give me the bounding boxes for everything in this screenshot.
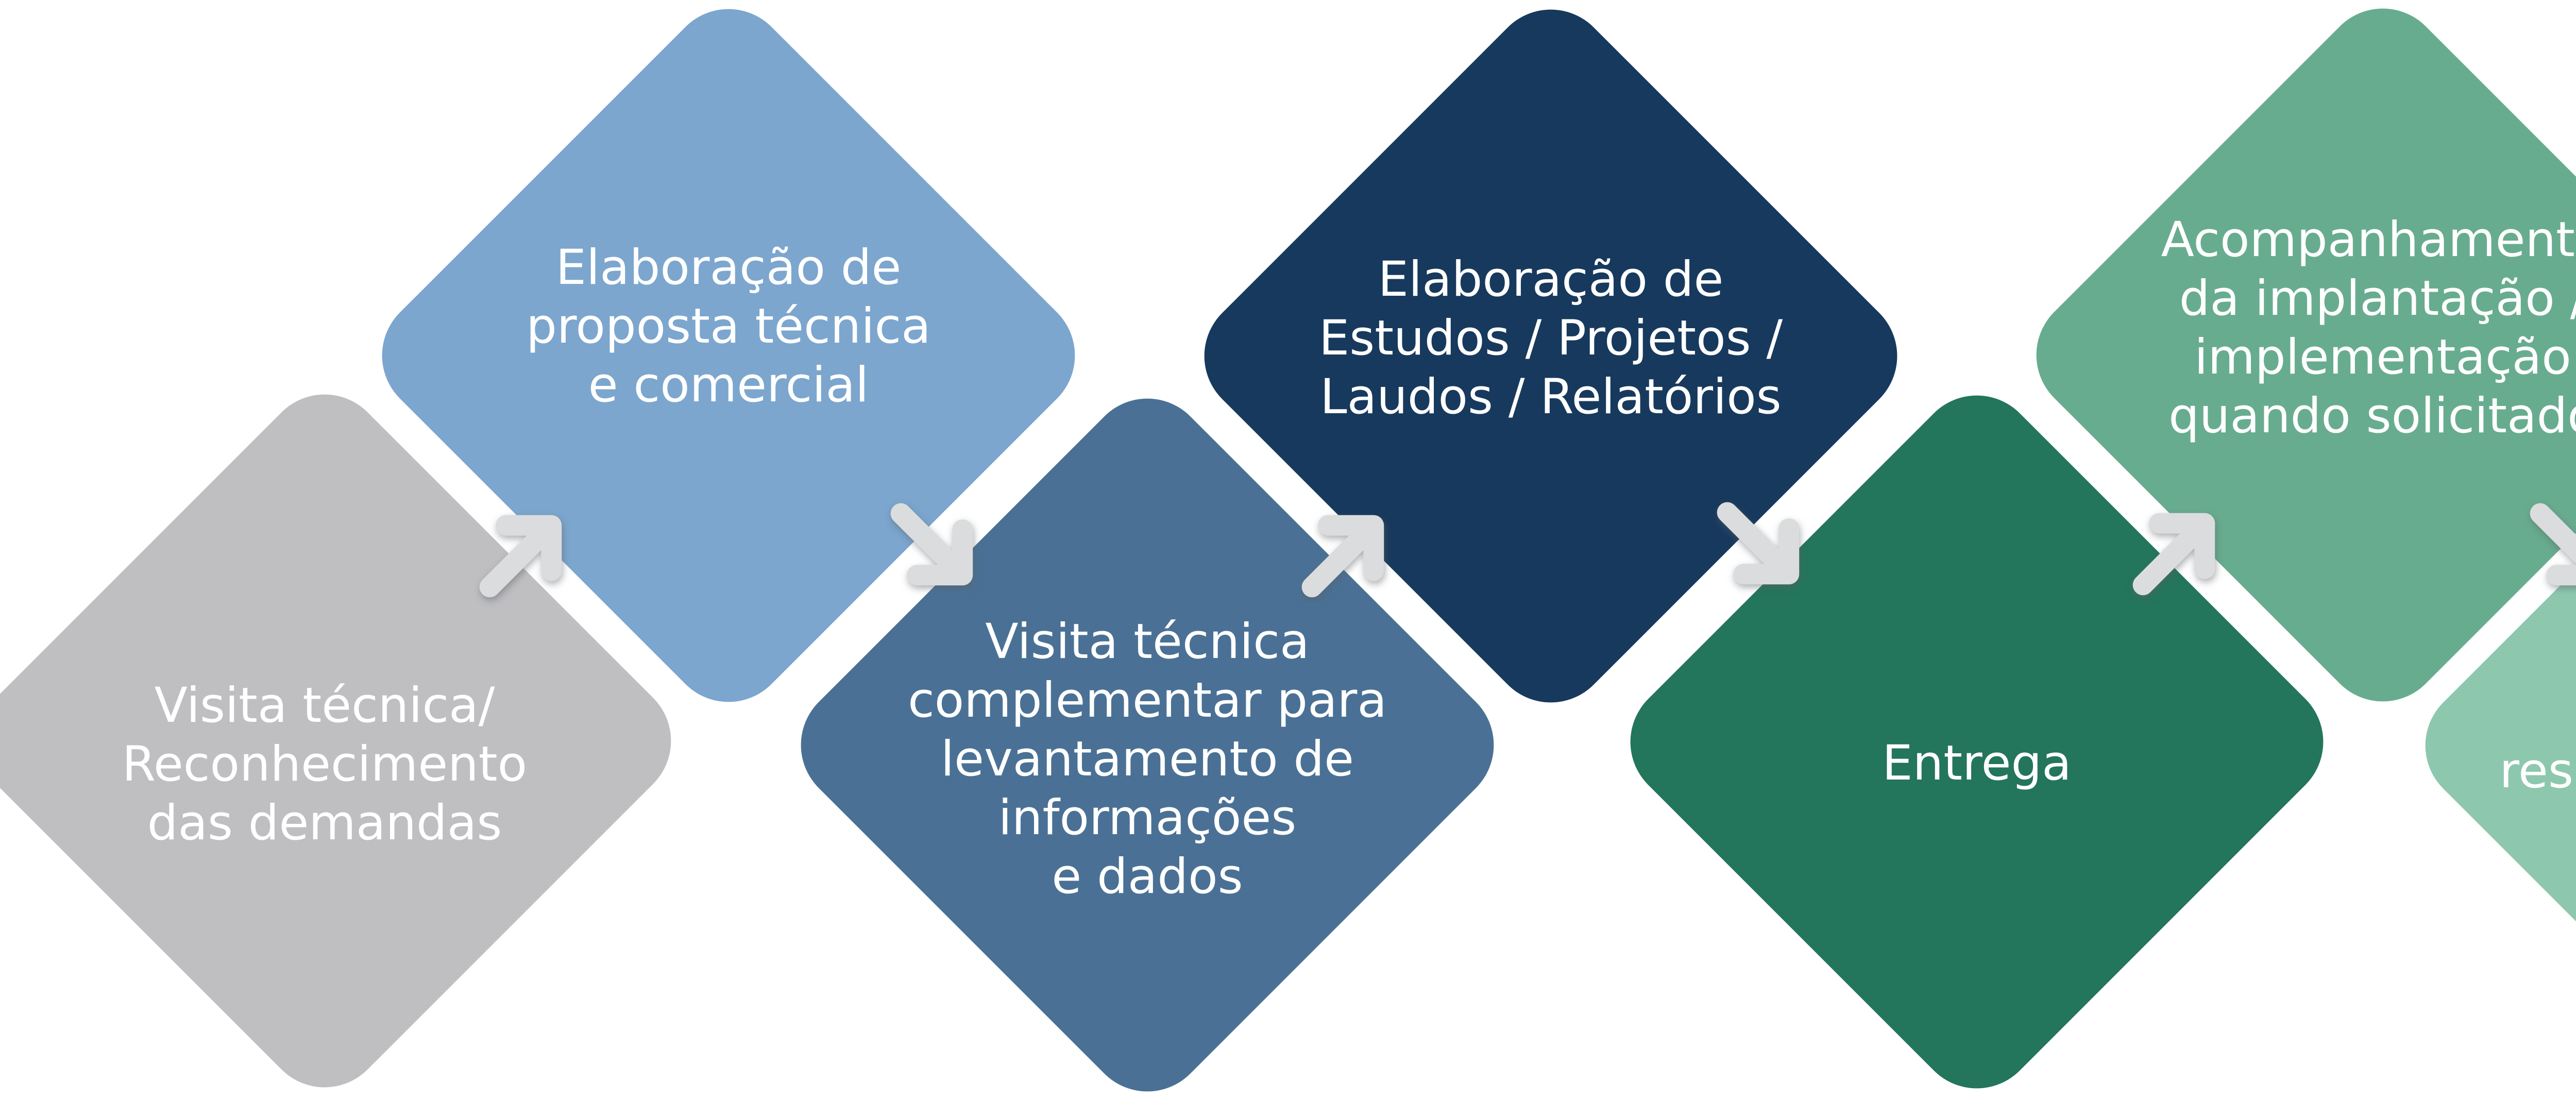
arrow-shaft — [479, 531, 546, 598]
step-label-line: Elaboração de — [1378, 251, 1724, 308]
arrow-up-right-icon — [2132, 513, 2215, 596]
step-label-line: do cliente — [2411, 801, 2576, 859]
step-label-line: das demandas — [147, 795, 502, 851]
step-label-line: Visita técnica — [985, 614, 1310, 670]
arrow-down-right-icon — [2530, 503, 2576, 586]
step-label-line: informações — [998, 790, 1297, 846]
arrow-up-right-icon — [1301, 515, 1384, 598]
arrow-head — [1318, 515, 1384, 581]
step-label: Avaliação dosresultados / satisfaçãodo c… — [2411, 683, 2576, 859]
step-label-line: e dados — [1052, 849, 1243, 905]
step-label-line: quando solicitado — [2168, 388, 2576, 444]
arrow-down-right-icon — [1717, 502, 1800, 585]
arrow-shaft — [1301, 531, 1368, 598]
step-label-line: proposta técnica — [526, 298, 931, 354]
arrow-head — [2149, 513, 2215, 579]
step-label-line: Elaboração de — [555, 240, 902, 296]
step-label: Entrega — [1616, 734, 2337, 793]
step-label-line: Reconhecimento — [122, 736, 528, 792]
step-label-line: complementar para — [908, 672, 1387, 729]
arrow-shaft — [2530, 503, 2576, 564]
step-label-line: Visita técnica/ — [154, 678, 495, 734]
step-label-line: resultados / satisfação — [2499, 743, 2576, 799]
arrow-up-right-icon — [479, 515, 562, 598]
step-label-line: Acompanhamento — [2161, 212, 2576, 268]
step-label-line: Estudos / Projetos / — [1318, 310, 1783, 366]
arrow-head — [496, 515, 562, 581]
arrow-head — [907, 519, 973, 586]
arrow-shaft — [2132, 529, 2199, 596]
step-label-line: Avaliação dos — [2411, 683, 2576, 742]
step-label-line: da implantação / — [2179, 270, 2576, 327]
arrow-shaft — [1717, 502, 1783, 568]
arrow-shaft — [890, 503, 957, 569]
arrow-head — [2546, 565, 2576, 586]
arrow-down-right-icon — [890, 503, 973, 586]
arrow-head — [1733, 518, 1800, 585]
step-label-line: e comercial — [588, 357, 869, 413]
step-label-line: levantamento de — [941, 731, 1354, 787]
step-label-line: Laudos / Relatórios — [1320, 369, 1782, 425]
step-label-line: Entrega — [1882, 735, 2072, 791]
step-label-line: implementação — [2194, 329, 2571, 385]
